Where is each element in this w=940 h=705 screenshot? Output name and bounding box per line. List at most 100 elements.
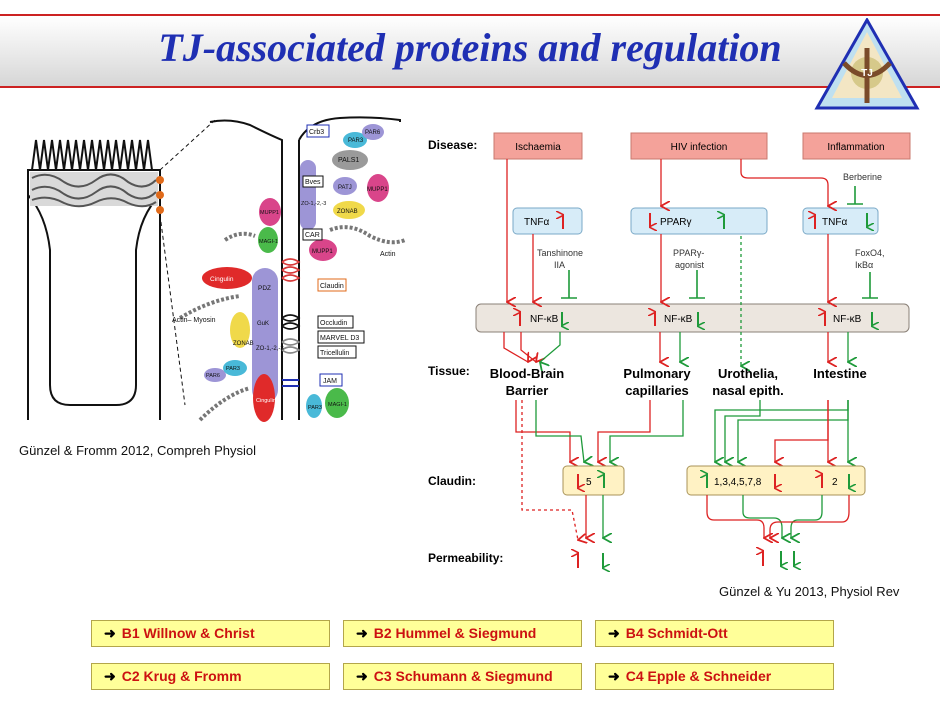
arrow-icon: ➜ <box>356 625 368 641</box>
label-par6-top: PAR6 <box>365 130 381 136</box>
disease-ischaemia: Ischaemia <box>515 142 561 153</box>
title-bar: TJ-associated proteins and regulation <box>0 14 940 88</box>
label-pals1: PALS1 <box>338 157 359 164</box>
link-c2-krug-fromm[interactable]: ➜ C2 Krug & Fromm <box>91 663 330 690</box>
claudin-coils <box>281 258 301 282</box>
label-zo-top: ZO-1,-2,-3 <box>301 201 326 207</box>
claudin-box-left <box>562 465 625 496</box>
zo-main <box>252 268 278 403</box>
par6-top-shape <box>362 124 384 140</box>
bves-box <box>302 175 324 188</box>
mupp1-mid-shape <box>309 239 337 261</box>
regulation-flowchart: Disease: Tissue: Claudin: Permeability: … <box>428 132 911 568</box>
cell-outline <box>27 169 161 406</box>
link-b4-schmidt-ott[interactable]: ➜B4 Schmidt-Ott <box>595 620 834 647</box>
par3-lower-shape <box>306 394 322 418</box>
mediator-box-tnf-left <box>512 207 583 235</box>
par3-bottom-shape <box>223 360 247 376</box>
jam-loops <box>282 379 299 387</box>
zo-top <box>300 160 316 230</box>
tissue-bbb-line2: Barrier <box>506 383 549 398</box>
modulator-tanshinone-line2: IIA <box>554 260 565 270</box>
zoom-lines <box>159 119 216 406</box>
mupp1-right-shape <box>367 174 389 202</box>
patj-shape <box>333 177 357 195</box>
label-tricellulin: Tricellulin <box>320 350 349 357</box>
modulator-ppar-agonist-line2: agonist <box>675 260 705 270</box>
claudin-left-value: 5 <box>586 477 592 488</box>
disease-box-ischaemia <box>493 132 583 160</box>
label-claudin-row: Claudin: <box>428 474 476 488</box>
label-magi1-top: MAGI-1 <box>259 239 278 245</box>
link-label: C2 Krug & Fromm <box>121 668 242 684</box>
link-label: B1 Willnow & Christ <box>121 625 255 641</box>
mediator-tnf-right: TNFα <box>822 217 847 228</box>
actin-band <box>30 172 158 206</box>
label-cingulin-bottom: Cingulin <box>256 398 276 404</box>
zonab-left-shape <box>230 312 250 348</box>
link-label: C3 Schumann & Siegmund <box>373 668 553 684</box>
tj-logo: TJ <box>814 18 920 110</box>
label-patj: PATJ <box>338 185 352 191</box>
label-magi1-lower: MAGI-1 <box>328 402 347 408</box>
nfkb-left: NF-κB <box>530 314 559 325</box>
link-c4-epple-schneider[interactable]: ➜ C4 Epple & Schneider <box>595 663 834 690</box>
label-par3-top: PAR3 <box>348 138 364 144</box>
label-guk: GuK <box>257 321 269 327</box>
label-zonab-top: ZONAB <box>337 209 358 215</box>
label-actin-right: Actin <box>380 251 396 258</box>
tricellulin-coils <box>281 338 301 354</box>
disease-box-hiv <box>630 132 768 160</box>
tissue-bbb-line1: Blood-Brain <box>490 366 564 381</box>
nfkb-right: NF-κB <box>833 314 862 325</box>
tissue-pulmonary-line1: Pulmonary <box>623 366 691 381</box>
tissue-pulmonary-line2: capillaries <box>625 383 689 398</box>
magi1-top-shape <box>258 227 278 253</box>
modulator-foxo-line1: FoxO4, <box>855 248 885 258</box>
label-zo-main: ZO-1,-2,-3 <box>256 346 284 352</box>
actin-chain-top <box>223 231 256 242</box>
nfkb-bar <box>475 303 910 333</box>
label-actin-myosin: Actin– Myosin <box>172 317 216 324</box>
label-mupp1-right: MUPP1 <box>367 187 388 193</box>
link-label: C4 Epple & Schneider <box>625 668 772 684</box>
mediator-ppar: PPARγ <box>660 217 692 228</box>
mediator-box-ppar <box>630 207 768 235</box>
claudin-box <box>317 278 347 292</box>
arrow-icon: ➜ <box>356 668 368 684</box>
tissue-intestine: Intestine <box>813 366 866 381</box>
actin-chain-right <box>329 225 406 245</box>
cingulin-top-shape <box>202 267 252 289</box>
nfkb-mid: NF-κB <box>664 314 693 325</box>
link-label: B2 Hummel & Siegmund <box>373 625 537 641</box>
junction-detail: Crb3 PAR3 PAR6 PALS1 Bves PATJ MUPP1 ZON… <box>172 116 406 422</box>
link-b2-hummel-siegmund[interactable]: ➜ B2 Hummel & Siegmund <box>343 620 582 647</box>
modulator-foxo-line2: IκBα <box>855 260 873 270</box>
label-disease-row: Disease: <box>428 138 477 152</box>
label-par6-bottom: PAR6 <box>206 373 220 379</box>
claudin-right-b-value: 2 <box>832 477 838 488</box>
label-par3-lower: PAR3 <box>308 405 322 411</box>
disease-box-inflammation <box>802 132 911 160</box>
mupp1-left-shape <box>259 198 281 226</box>
label-mupp1-left: MUPP1 <box>260 210 279 216</box>
claudin-right-a-value: 1,3,4,5,7,8 <box>714 477 762 488</box>
link-c3-schumann-siegmund[interactable]: ➜ C3 Schumann & Siegmund <box>343 663 582 690</box>
tricellulin-box <box>317 345 357 359</box>
zonab-top-shape <box>333 201 365 219</box>
right-citation: Günzel & Yu 2013, Physiol Rev <box>719 584 900 599</box>
actin-chain-bottom <box>198 386 251 422</box>
jam-box <box>319 373 343 387</box>
crb3-box <box>306 124 330 138</box>
modulator-tanshinone-line1: Tanshinone <box>537 248 583 258</box>
arrow-icon: ➜ <box>104 668 116 684</box>
tissue-urothelia-line2: nasal epith. <box>712 383 784 398</box>
magi1-lower-shape <box>325 388 349 418</box>
arrow-icon: ➜ <box>608 668 620 684</box>
cell-illustration <box>27 119 216 420</box>
arrow-icon: ➜ <box>104 625 116 641</box>
link-b1-willnow-christ[interactable]: ➜ B1 Willnow & Christ <box>91 620 330 647</box>
disease-hiv: HIV infection <box>671 142 728 153</box>
actin-chain-left <box>178 294 241 320</box>
label-tissue-row: Tissue: <box>428 364 470 378</box>
